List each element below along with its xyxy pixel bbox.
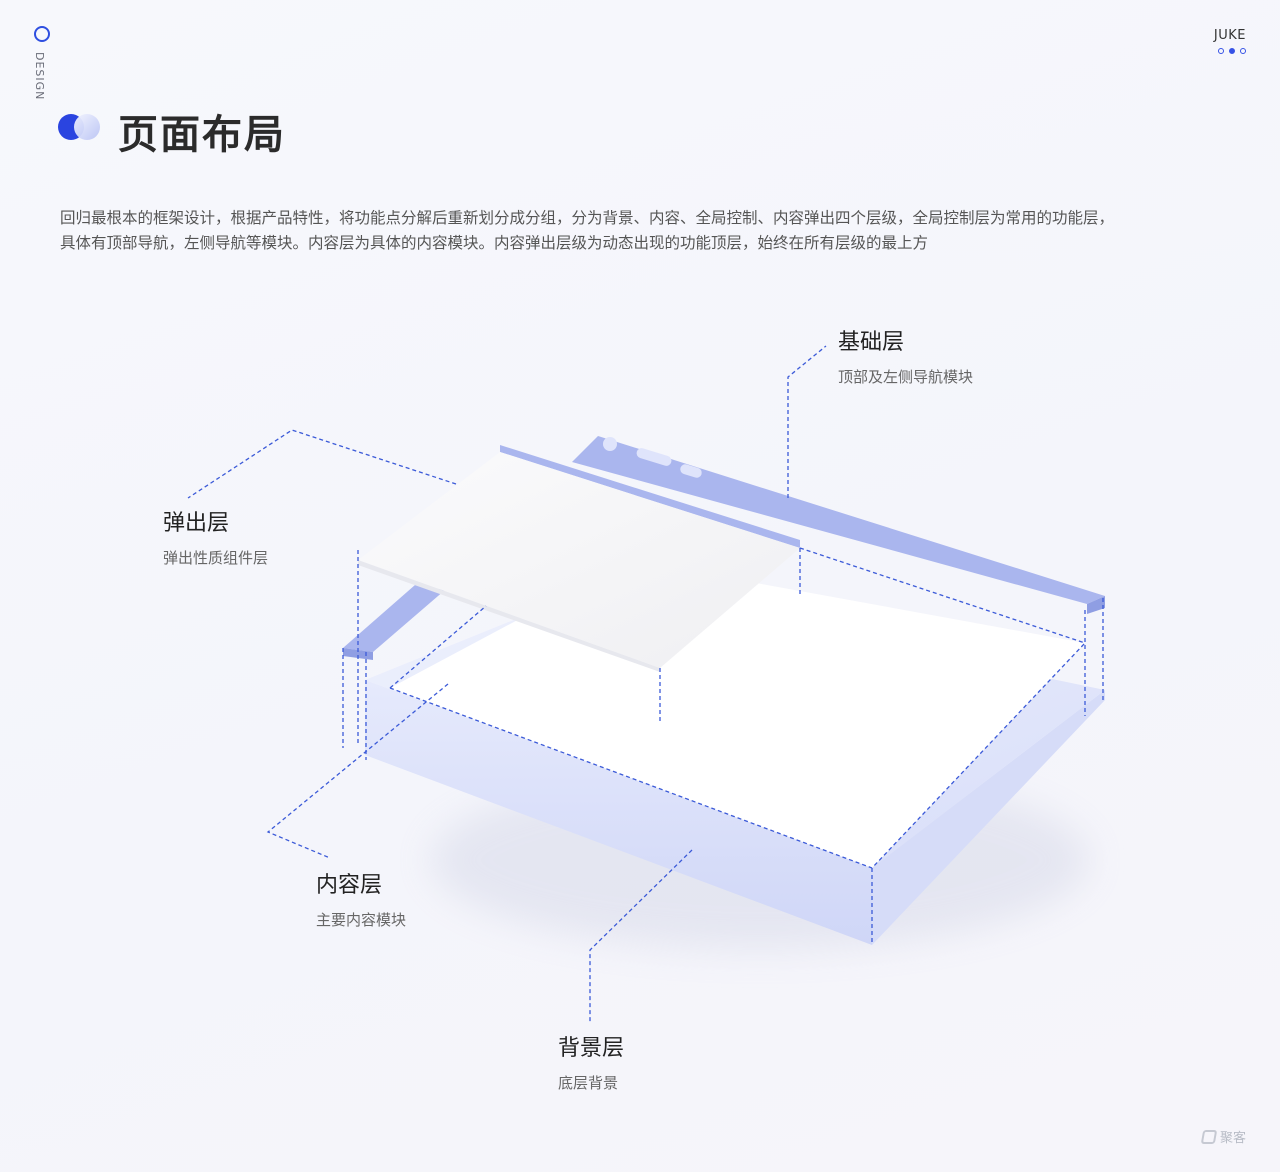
nav-pill-icon (680, 464, 702, 478)
top-nav-bar (572, 436, 1105, 614)
watermark-logo-icon (1200, 1129, 1218, 1144)
popup-layer-label: 弹出层 弹出性质组件层 (163, 505, 268, 568)
content-layer-label: 内容层 主要内容模块 (316, 867, 406, 930)
description-line-2: 具体有顶部导航，左侧导航等模块。内容层为具体的内容模块。内容弹出层级为动态出现的… (60, 234, 929, 252)
page-description: 回归最根本的框架设计，根据产品特性，将功能点分解后重新划分成分组，分为背景、内容… (60, 206, 1230, 256)
background-layer-title: 背景层 (558, 1036, 625, 1061)
dashed-guides (187, 345, 1104, 1022)
page-title: 页面布局 (118, 112, 286, 158)
popup-layer-title: 弹出层 (163, 511, 230, 536)
brand-text: JUKE (1213, 28, 1246, 43)
background-layer-label: 背景层 底层背景 (558, 1030, 624, 1093)
left-nav-bar (343, 585, 445, 660)
footer-text: 聚客 (1219, 1131, 1246, 1146)
base-layer-label: 基础层 顶部及左侧导航模块 (838, 324, 973, 387)
brand-dots-icon (1218, 48, 1246, 54)
nav-pill-icon (636, 448, 672, 466)
title-dots-icon (58, 114, 104, 142)
design-ring-icon (34, 26, 50, 42)
base-layer-title: 基础层 (838, 330, 905, 355)
content-layer-subtitle: 主要内容模块 (316, 911, 407, 929)
footer-watermark: 聚客 (1200, 1127, 1246, 1146)
background-layer-subtitle: 底层背景 (558, 1074, 619, 1092)
description-line-1: 回归最根本的框架设计，根据产品特性，将功能点分解后重新划分成分组，分为背景、内容… (60, 209, 1115, 227)
nav-avatar-icon (603, 437, 617, 451)
popup-layer-card (358, 445, 800, 672)
base-layer-subtitle: 顶部及左侧导航模块 (838, 368, 974, 386)
popup-layer-subtitle: 弹出性质组件层 (163, 549, 269, 567)
content-layer-title: 内容层 (316, 873, 383, 898)
